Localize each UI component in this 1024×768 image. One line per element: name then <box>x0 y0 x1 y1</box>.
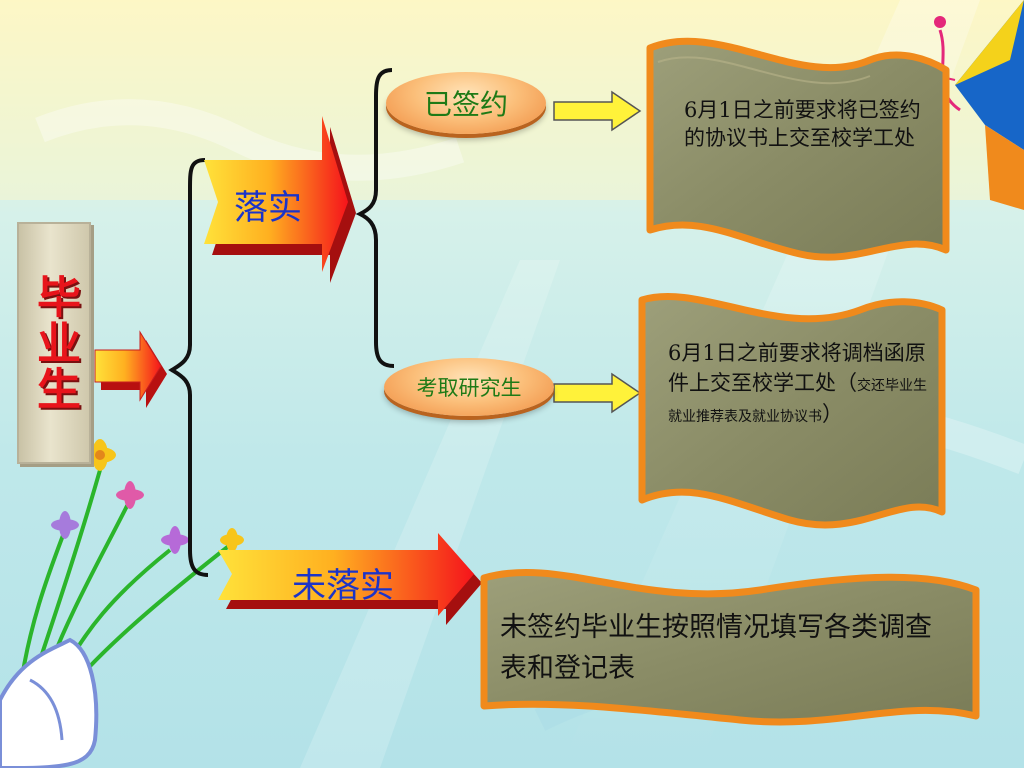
postgrad-note-small: 交还毕业生就业推荐表及就业协议书 <box>668 378 927 425</box>
postgrad-note-close: ） <box>822 401 843 426</box>
placed-brace <box>355 68 395 368</box>
postgrad-note-scroll <box>638 292 946 529</box>
kite-decoration <box>870 0 1024 210</box>
signed-note-scroll <box>646 37 950 261</box>
placed-branch-label: 落实 <box>234 188 302 228</box>
postgrad-note-text: 6月1日之前要求将调档函原件上交至校学工处（交还毕业生就业推荐表及就业协议书） <box>668 338 930 429</box>
signed-connector-arrow <box>553 90 642 132</box>
root-arrow <box>94 330 167 408</box>
unplaced-arrow <box>218 533 482 625</box>
postgrad-node-label: 考取研究生 <box>416 376 522 400</box>
placed-arrow <box>204 116 356 283</box>
unplaced-note-scroll <box>480 569 980 726</box>
graduate-root-label: 毕业生 <box>29 274 80 412</box>
signed-note-text: 6月1日之前要求将已签约的协议书上交至校学工处 <box>684 98 921 151</box>
postgrad-node: 考取研究生 <box>384 358 554 416</box>
unplaced-branch-label: 未落实 <box>292 566 394 606</box>
postgrad-connector-arrow <box>553 372 642 414</box>
flower-bouquet-decoration <box>0 439 244 768</box>
graduate-root-box: 毕业生 <box>17 222 91 464</box>
signed-node: 已签约 <box>386 72 546 134</box>
postgrad-note-main: 6月1日之前要求将调档函原件上交至校学工处（ <box>668 341 926 396</box>
signed-node-label: 已签约 <box>423 88 508 121</box>
unplaced-note-text: 未签约毕业生按照情况填写各类调查表和登记表 <box>500 612 932 684</box>
main-brace <box>168 158 209 577</box>
